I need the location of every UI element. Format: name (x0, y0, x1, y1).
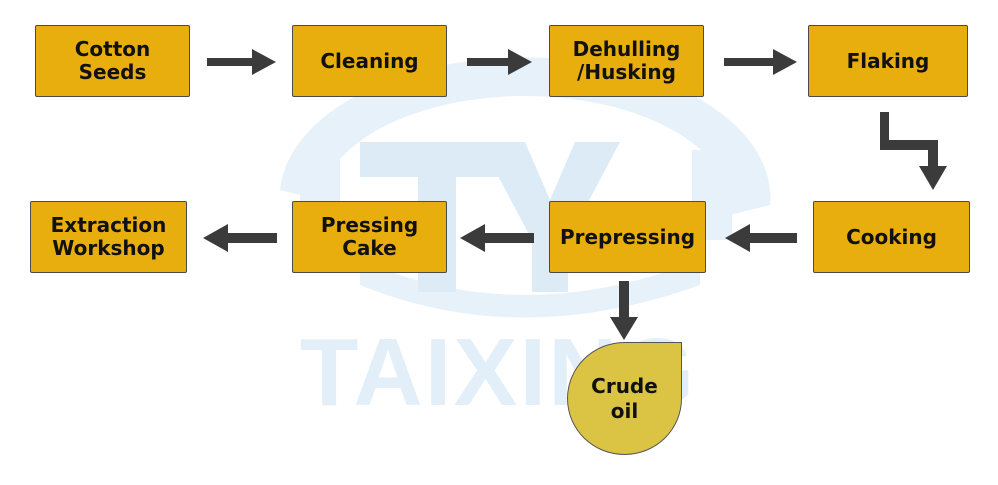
arrow-right-icon (207, 49, 276, 75)
arrow-left-icon (460, 224, 534, 252)
step-cotton-seeds: Cotton Seeds (35, 25, 190, 97)
step-pressing-cake: Pressing Cake (292, 201, 447, 273)
step-prepressing: Prepressing (549, 201, 706, 273)
output-crude-oil: Crude oil (567, 342, 682, 455)
step-dehulling-husking: Dehulling /Husking (549, 25, 704, 97)
step-cleaning: Cleaning (292, 25, 447, 97)
step-cooking: Cooking (813, 201, 970, 273)
step-extraction-workshop: Extraction Workshop (30, 201, 187, 273)
arrow-right-icon (724, 49, 797, 75)
arrow-elbow-down-icon (880, 112, 947, 190)
arrow-left-icon (203, 224, 277, 252)
arrow-down-icon (610, 281, 638, 340)
step-flaking: Flaking (808, 25, 968, 97)
arrow-right-icon (467, 49, 532, 75)
arrow-left-icon (725, 224, 797, 252)
